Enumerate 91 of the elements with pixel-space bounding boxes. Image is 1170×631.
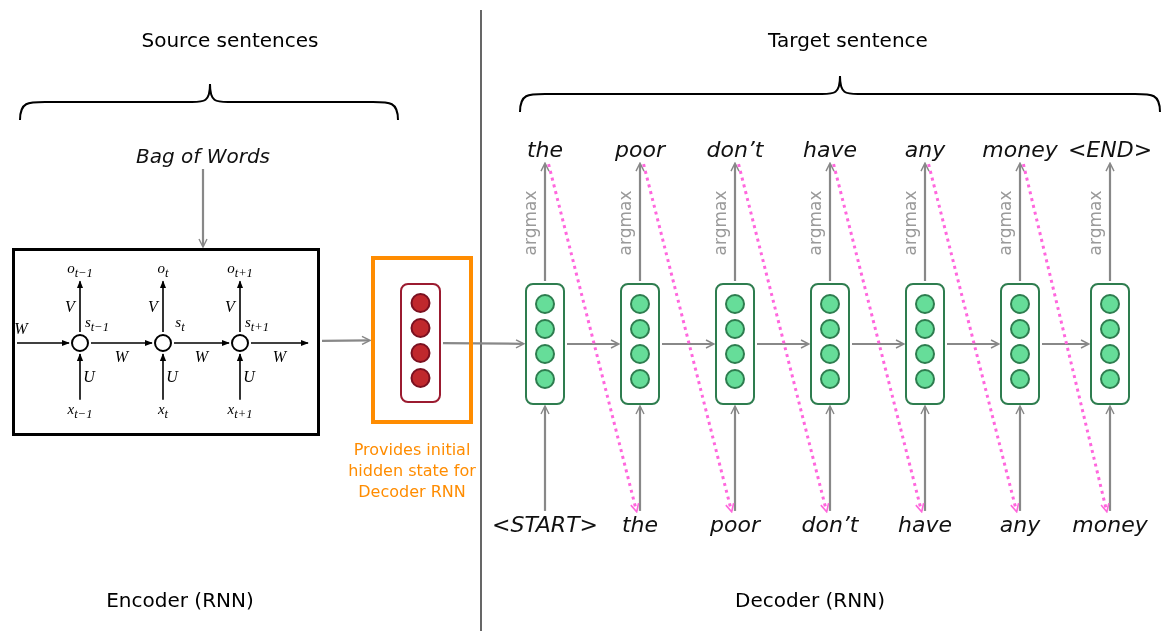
arrow: [540, 405, 550, 511]
arrow: [662, 339, 715, 349]
token-word: Bag of Words: [136, 145, 270, 167]
dotted-arrow: [832, 163, 925, 513]
edge-label: W: [272, 349, 287, 365]
arrow: [90, 339, 153, 347]
arrow: [730, 405, 740, 511]
dotted-arrow: [1021, 163, 1110, 513]
arrow: [16, 339, 70, 347]
edge-label: U: [83, 368, 95, 385]
decoder-cell: [905, 283, 945, 405]
token-word: have: [803, 137, 857, 163]
arrow: [443, 339, 525, 349]
arrow: [757, 339, 810, 349]
arrow: [76, 353, 84, 401]
token-word: the: [621, 512, 659, 538]
dotted-arrow: [737, 163, 830, 513]
token-word: money: [982, 137, 1058, 163]
state-circle: [154, 334, 172, 352]
arrow: [236, 280, 244, 333]
encoder-box: [12, 248, 320, 436]
arrow: [250, 339, 309, 347]
arrow: [825, 405, 835, 511]
input-symbol: x$_{t}$: [157, 401, 169, 421]
arrow: [1105, 162, 1115, 281]
dotted-arrow: [927, 163, 1020, 513]
arrow: [567, 339, 620, 349]
arrow: [1015, 405, 1025, 511]
arrow: [730, 162, 740, 281]
decoder-cell: [1000, 283, 1040, 405]
token-word: any: [904, 137, 946, 163]
output-symbol: o$_{t+1}$: [227, 260, 253, 280]
arrow: [920, 162, 930, 281]
edge-label: W: [14, 321, 28, 337]
token-word: <START>: [492, 512, 598, 538]
token-word: the: [526, 137, 564, 163]
highlight-frame: [371, 256, 473, 424]
token-word: poor: [710, 512, 760, 538]
decoder-cell: [525, 283, 565, 405]
arrow: [635, 162, 645, 281]
arrow: [236, 353, 244, 401]
edge-label: V: [225, 298, 235, 315]
arrow: [159, 353, 167, 401]
token-word: poor: [615, 137, 665, 163]
decoder-cell: [810, 283, 850, 405]
arrow: [76, 280, 84, 333]
state-circle: [231, 334, 249, 352]
state-symbol: s$_{t}$: [175, 314, 185, 334]
token-word: have: [898, 512, 952, 538]
decoder-cell: [1090, 283, 1130, 405]
dotted-arrow: [547, 163, 640, 513]
section-caption: Encoder (RNN): [106, 588, 254, 612]
edge-label: U: [166, 368, 178, 385]
section-heading: Source sentences: [141, 28, 319, 52]
dotted-arrow: [642, 163, 735, 513]
state-circle: [71, 334, 89, 352]
arrow: [1015, 162, 1025, 281]
arrow: [322, 335, 371, 346]
arrow: [159, 280, 167, 333]
decoder-cell: [620, 283, 660, 405]
edge-label: W: [114, 349, 129, 365]
token-word: money: [1072, 512, 1148, 538]
edge-label: V: [65, 298, 75, 315]
state-symbol: s$_{t+1}$: [245, 314, 269, 334]
edge-label: W: [194, 349, 209, 365]
output-symbol: o$_{t−1}$: [67, 260, 93, 280]
arrow: [173, 339, 230, 347]
section-heading: Target sentence: [768, 28, 928, 52]
input-symbol: x$_{t−1}$: [67, 401, 93, 421]
state-symbol: s$_{t−1}$: [85, 314, 109, 334]
arrow: [1105, 405, 1115, 511]
edge-label: V: [148, 298, 158, 315]
decoder-cell: [715, 283, 755, 405]
token-word: <END>: [1067, 137, 1153, 163]
section-caption: Decoder (RNN): [735, 588, 885, 612]
input-symbol: x$_{t+1}$: [227, 401, 253, 421]
arrow: [1042, 339, 1090, 349]
arrow: [947, 339, 1000, 349]
arrow: [635, 405, 645, 511]
arrow: [540, 162, 550, 281]
arrow: [825, 162, 835, 281]
token-word: don’t: [801, 512, 859, 538]
arrow: [852, 339, 905, 349]
output-symbol: o$_{t}$: [157, 260, 169, 280]
edge-label: U: [243, 368, 255, 385]
arrow: [920, 405, 930, 511]
token-word: don’t: [706, 137, 764, 163]
token-word: any: [999, 512, 1041, 538]
hidden-state-vector: [400, 283, 441, 403]
arrow: [198, 169, 208, 248]
node-caption: Provides initial hidden state for Decoder RNN: [347, 440, 477, 503]
